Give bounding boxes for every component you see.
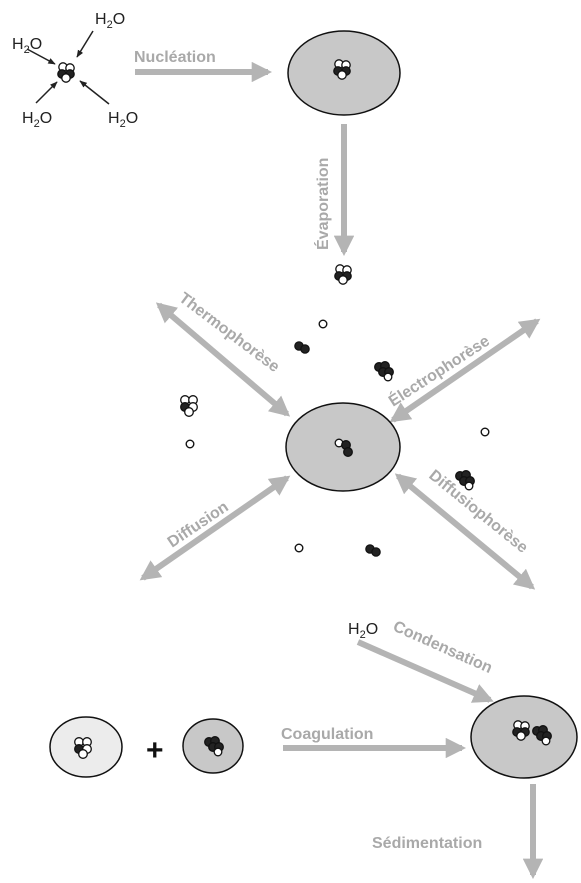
water-label: H2O — [95, 11, 125, 31]
sedimentation-label: Sédimentation — [372, 835, 482, 852]
plus-sign: + — [146, 734, 164, 767]
central-droplet-particle — [334, 438, 353, 457]
particle — [294, 341, 310, 354]
particle — [365, 544, 381, 557]
nucleation-label: Nucléation — [134, 49, 216, 66]
water-label: H2O — [22, 110, 52, 130]
particle — [185, 439, 195, 449]
water-arrow — [35, 81, 58, 104]
particle — [318, 319, 328, 329]
water-arrows — [26, 30, 110, 105]
diffusion-arrow — [139, 475, 291, 581]
evaporation-label: Évaporation — [313, 158, 332, 250]
water-label: H2O — [12, 36, 42, 56]
thermophoresis-arrow — [155, 302, 291, 417]
particle — [480, 427, 490, 437]
particle — [180, 395, 198, 417]
diffusiophoresis-arrow — [394, 473, 536, 590]
coagulation-label: Coagulation — [281, 726, 373, 743]
water-arrow — [76, 30, 94, 58]
water-label: H2O — [348, 621, 378, 641]
water-arrow — [79, 80, 110, 105]
nucleation-cluster — [57, 62, 75, 83]
electrophoresis-arrow — [389, 318, 541, 423]
water-arrow — [26, 48, 56, 65]
residual-molecule-cluster — [334, 264, 352, 285]
particle — [294, 543, 304, 553]
condensation-arrow — [356, 639, 494, 703]
electrophoresis-label: Électrophorèse — [385, 331, 493, 410]
water-label: H2O — [108, 110, 138, 130]
particle — [374, 361, 394, 382]
condensation-label: Condensation — [390, 618, 494, 677]
nucleus-molecule-cluster — [57, 62, 75, 83]
